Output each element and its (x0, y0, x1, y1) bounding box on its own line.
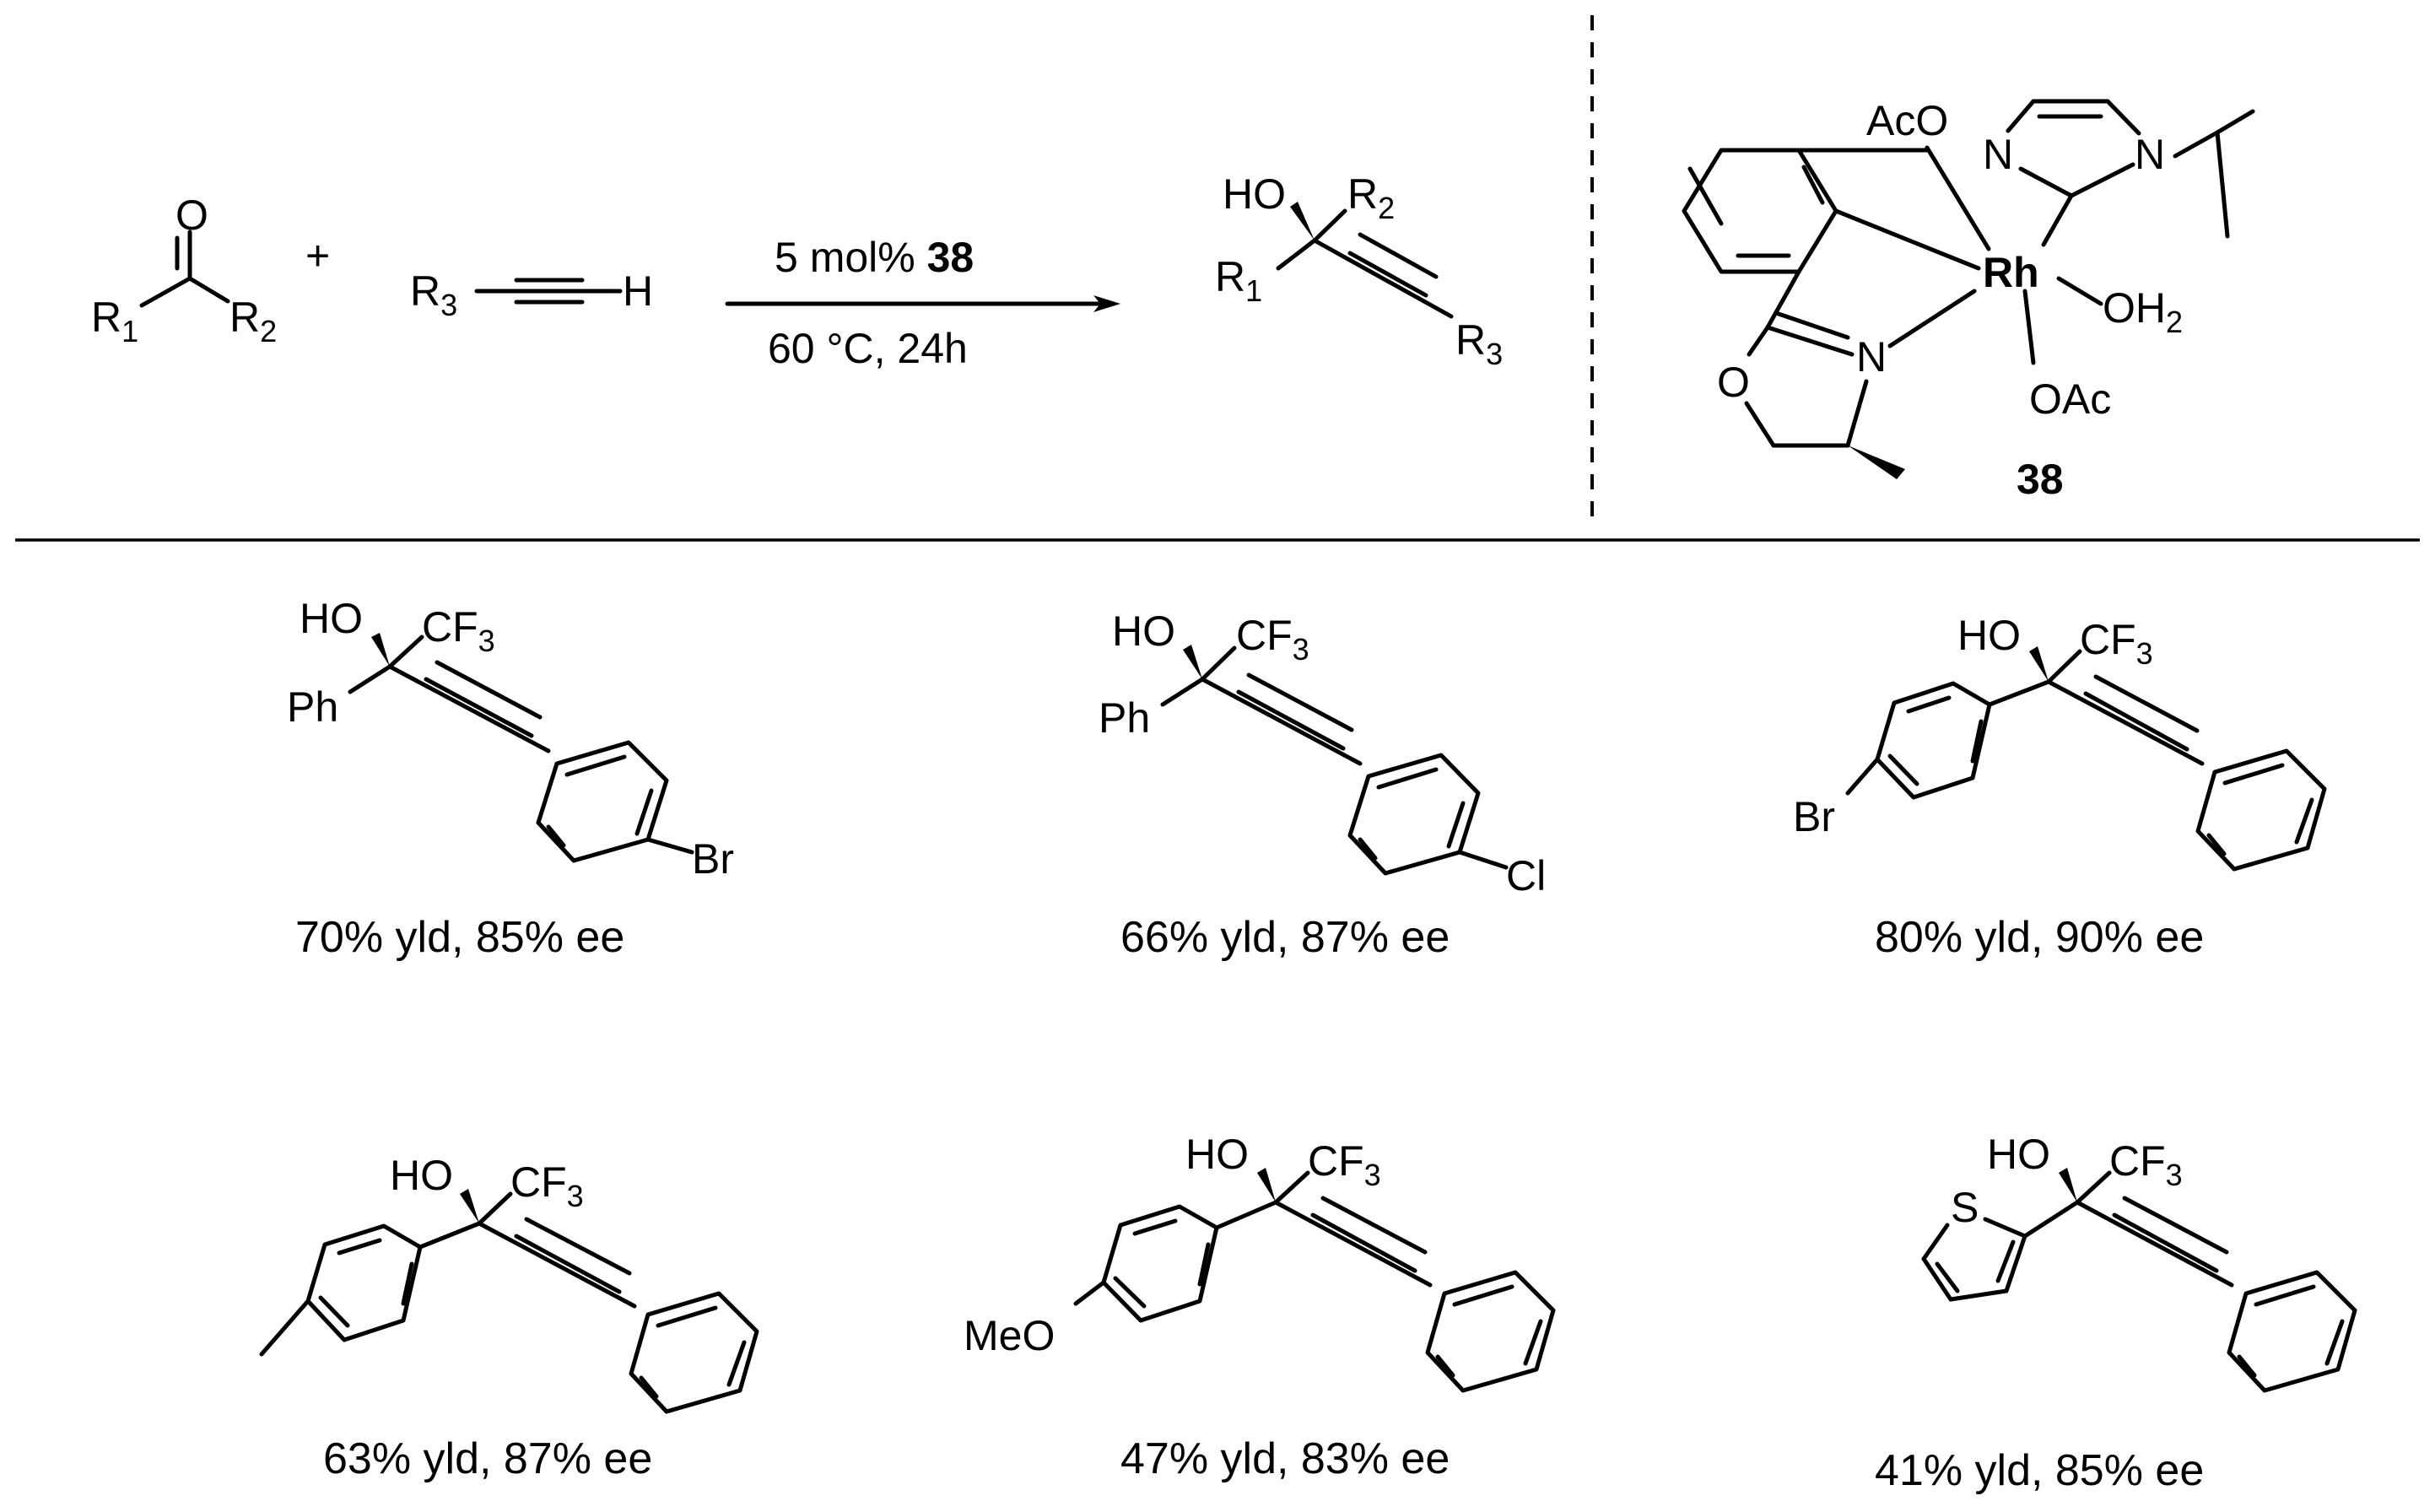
alkyne-r3: R3 (410, 267, 457, 322)
product-4-structure: HO CF3 (259, 1152, 759, 1414)
product-1-structure: HO CF3 Ph Br (287, 595, 734, 883)
plus-sign: + (305, 232, 330, 279)
product-6-caption: 41% yld, 85% ee (1875, 1446, 2204, 1495)
p1-ph: Ph (287, 683, 338, 731)
product-1-caption: 70% yld, 85% ee (295, 913, 624, 962)
ketone-r2: R2 (229, 294, 277, 348)
p2-cf3: CF3 (1236, 612, 1309, 667)
product-2-structure: HO CF3 Ph Cl (1099, 608, 1546, 899)
p2-ho: HO (1112, 608, 1175, 655)
conditions-catalyst: 5 mol% 38 (775, 234, 974, 281)
p5-cf3: CF3 (1308, 1137, 1381, 1192)
p2-ph: Ph (1099, 694, 1150, 742)
ketone-structure: O R1 R2 (91, 192, 277, 348)
catalyst-n-top: N (1983, 131, 2013, 178)
alkyne-h: H (623, 267, 653, 315)
product-3-caption: 80% yld, 90% ee (1875, 913, 2204, 962)
reaction-arrow (725, 295, 1120, 312)
product-5-structure: HO CF3 MeO (964, 1131, 1556, 1393)
product-5-caption: 47% yld, 83% ee (1120, 1434, 1450, 1483)
catalyst-n-right: N (2135, 131, 2165, 178)
catalyst-oac: OAc (2029, 375, 2111, 423)
catalyst-oh2: OH2 (2103, 284, 2183, 339)
p3-cf3: CF3 (2080, 616, 2153, 671)
conditions-temperature: 60 °C, 24h (768, 325, 968, 372)
p5-meo: MeO (964, 1312, 1055, 1359)
product-structure: HO R2 R1 R3 (1215, 170, 1503, 371)
product-r1: R1 (1215, 253, 1262, 308)
p5-ho: HO (1185, 1131, 1249, 1178)
alkyne-structure: R3 H (410, 267, 653, 322)
product-6-structure: HO CF3 S (1921, 1131, 2357, 1393)
product-2-caption: 66% yld, 87% ee (1120, 913, 1450, 962)
p4-cf3: CF3 (510, 1158, 584, 1213)
p3-br: Br (1793, 793, 1835, 840)
catalyst-label: 38 (2017, 456, 2064, 503)
ketone-r1: R1 (91, 294, 138, 348)
p6-ho: HO (1987, 1131, 2050, 1178)
p1-br: Br (692, 835, 734, 883)
p1-ho: HO (300, 595, 363, 642)
product-3-structure: HO CF3 Br (1793, 612, 2327, 872)
p4-ho: HO (390, 1152, 453, 1199)
catalyst-n-oxazoline: N (1856, 333, 1887, 381)
catalyst-rh: Rh (1983, 249, 2039, 296)
product-r3: R3 (1455, 316, 1503, 371)
ketone-oxygen: O (175, 192, 208, 239)
catalyst-aco: AcO (1866, 97, 1948, 144)
p3-ho: HO (1957, 612, 2021, 659)
catalyst-38-structure: AcO N N Rh OH2 OAc N O 38 (1682, 97, 2255, 503)
product-r2: R2 (1347, 170, 1395, 225)
p2-cl: Cl (1506, 852, 1546, 899)
product-ho: HO (1223, 170, 1286, 218)
product-4-caption: 63% yld, 87% ee (323, 1434, 652, 1483)
p6-cf3: CF3 (2109, 1137, 2183, 1192)
p1-cf3: CF3 (422, 603, 495, 658)
catalyst-o-oxazoline: O (1717, 359, 1750, 406)
p6-sulfur: S (1951, 1184, 1979, 1231)
